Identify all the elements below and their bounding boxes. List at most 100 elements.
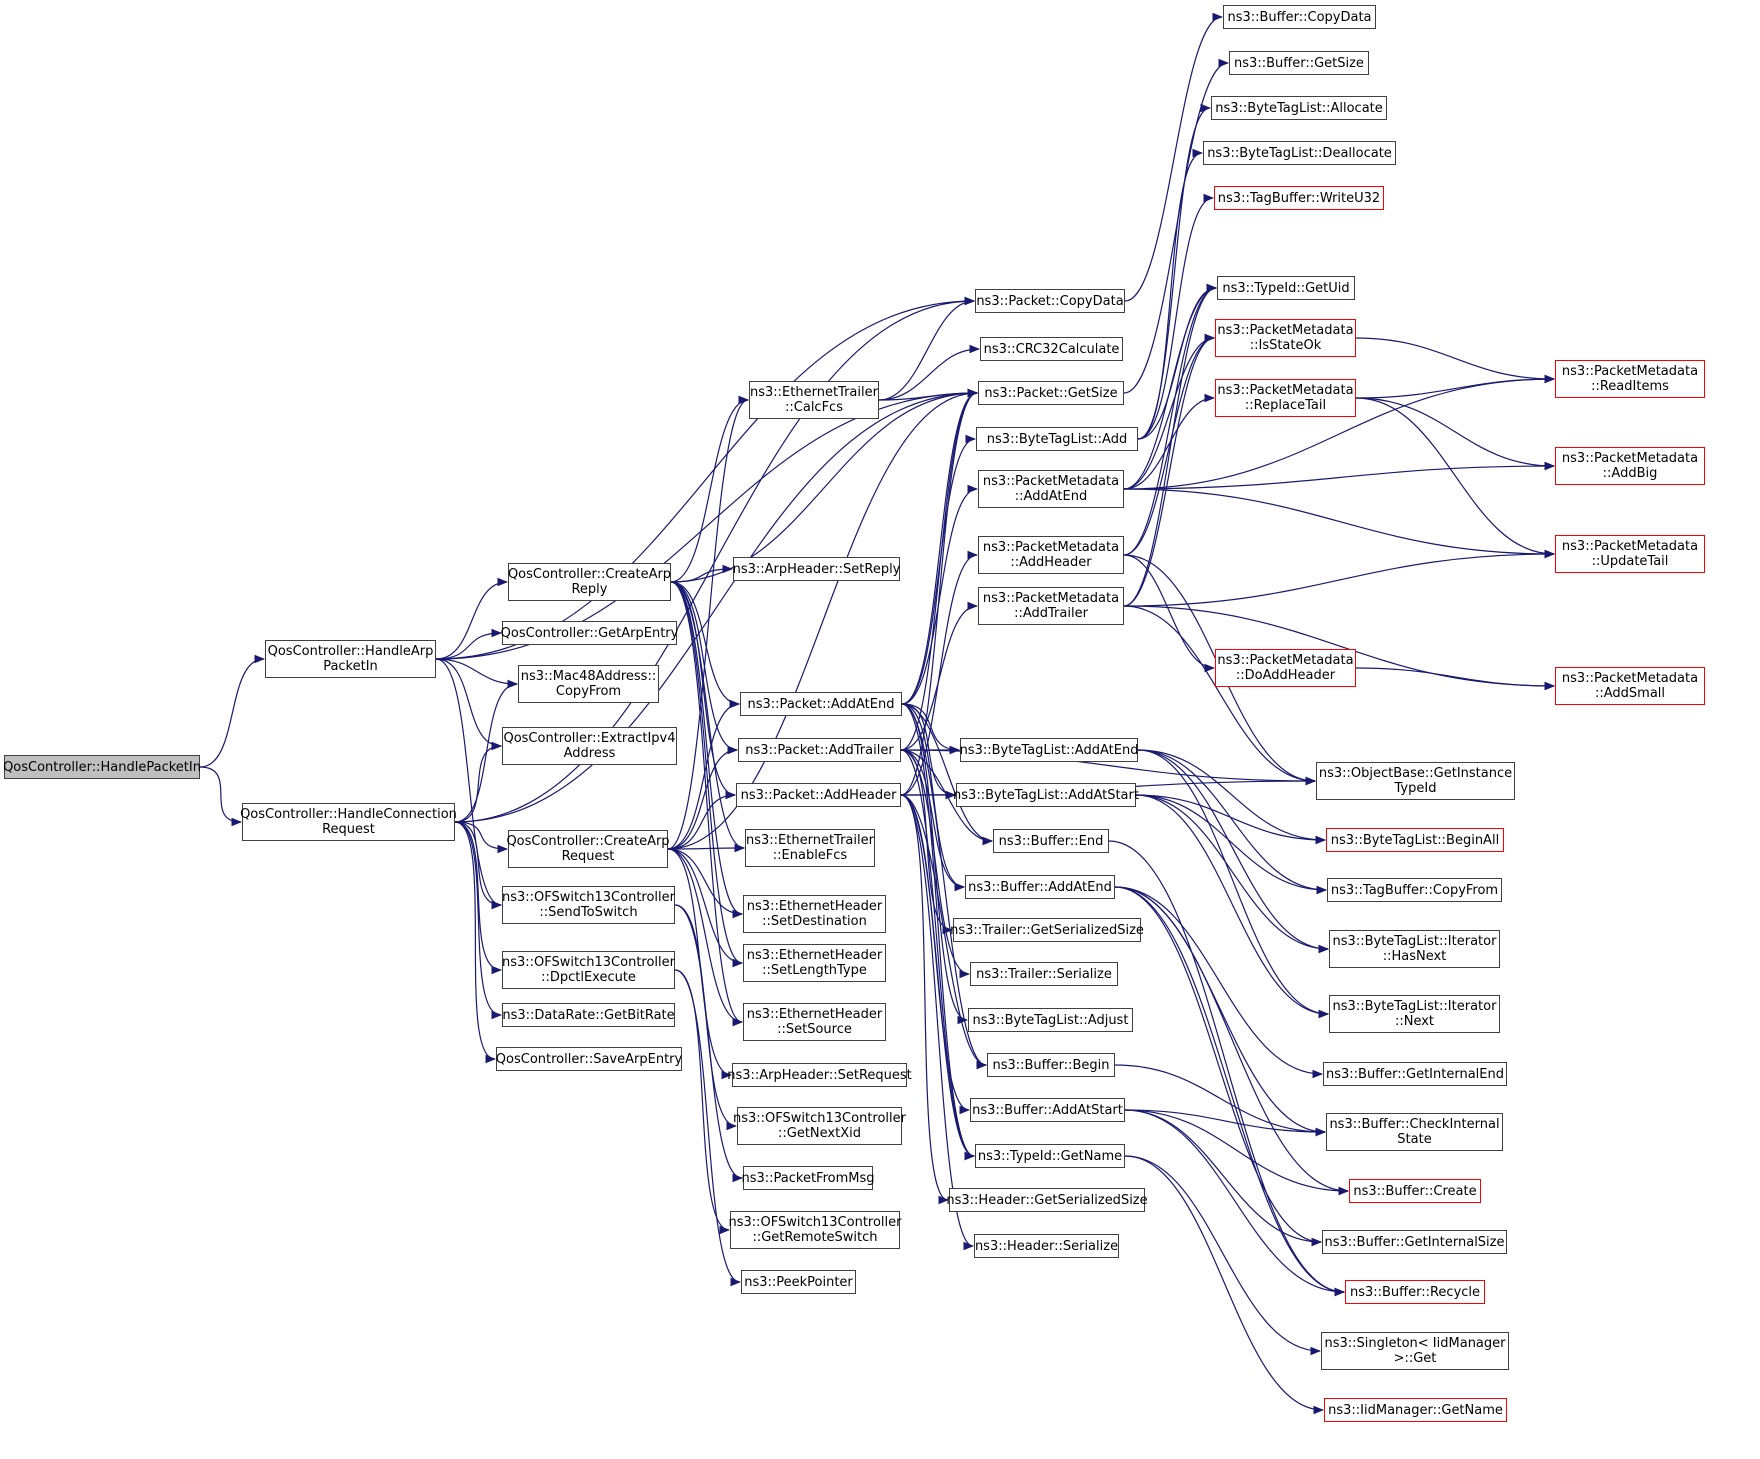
- graph-node-enablefcs[interactable]: ns3::EthernetTrailer::EnableFcs: [745, 829, 875, 867]
- graph-node-itnext[interactable]: ns3::ByteTagList::Iterator::Next: [1329, 995, 1500, 1033]
- graph-node-dpctl[interactable]: ns3::OFSwitch13Controller::DpctlExecute: [502, 951, 675, 989]
- graph-node-mac48[interactable]: ns3::Mac48Address::CopyFrom: [518, 665, 659, 703]
- node-label: ns3::ByteTagList::Add: [986, 431, 1128, 447]
- graph-node-peek[interactable]: ns3::PeekPointer: [741, 1270, 856, 1294]
- graph-node-tidgetname[interactable]: ns3::TypeId::GetName: [975, 1144, 1125, 1168]
- graph-node-itnext_has[interactable]: ns3::ByteTagList::Iterator::HasNext: [1329, 930, 1500, 968]
- graph-node-btladdend[interactable]: ns3::ByteTagList::AddAtEnd: [960, 738, 1138, 762]
- graph-node-pktfrommsg[interactable]: ns3::PacketFromMsg: [741, 1166, 875, 1190]
- call-edge-carpreply-to-setreply: [670, 564, 734, 583]
- graph-node-pmupdatetail[interactable]: ns3::PacketMetadata::UpdateTail: [1555, 535, 1705, 573]
- graph-node-crc[interactable]: ns3::CRC32Calculate: [980, 337, 1123, 361]
- graph-node-bitrate[interactable]: ns3::DataRate::GetBitRate: [502, 1003, 675, 1027]
- node-label: ns3::Singleton< IidManager: [1324, 1336, 1506, 1351]
- graph-node-tbcopyfrom[interactable]: ns3::TagBuffer::CopyFrom: [1327, 878, 1502, 902]
- call-edge-paddtrailer-to-pgetsize: [900, 388, 979, 751]
- call-edge-hconn-to-dpctl: [454, 821, 503, 975]
- node-label: ns3::OFSwitch13Controller: [728, 1215, 902, 1230]
- graph-node-pgetsize[interactable]: ns3::Packet::GetSize: [978, 381, 1124, 405]
- call-edge-paddheader-to-hdrser: [900, 794, 975, 1251]
- graph-node-bufgie[interactable]: ns3::Buffer::GetInternalEnd: [1323, 1062, 1507, 1086]
- graph-node-pmreplace[interactable]: ns3::PacketMetadata::ReplaceTail: [1215, 379, 1356, 417]
- call-edge-carpreply-to-setsrc: [670, 581, 744, 1027]
- graph-node-nextxid[interactable]: ns3::OFSwitch13Controller::GetNextXid: [733, 1107, 906, 1145]
- graph-node-bufcreate[interactable]: ns3::Buffer::Create: [1349, 1179, 1481, 1203]
- graph-node-pmdoadd[interactable]: ns3::PacketMetadata::DoAddHeader: [1215, 649, 1356, 687]
- node-label: ns3::TypeId::GetUid: [1222, 280, 1350, 296]
- graph-node-btladjust[interactable]: ns3::ByteTagList::Adjust: [968, 1008, 1133, 1032]
- graph-node-pmaddbig[interactable]: ns3::PacketMetadata::AddBig: [1555, 447, 1705, 485]
- node-label: ns3::ByteTagList::Iterator: [1332, 999, 1497, 1014]
- call-edge-carpreq-to-paddend: [667, 699, 741, 850]
- graph-node-bufgetsize[interactable]: ns3::Buffer::GetSize: [1229, 51, 1369, 75]
- graph-node-pmisok[interactable]: ns3::PacketMetadata::IsStateOk: [1215, 319, 1356, 357]
- graph-node-bufgis[interactable]: ns3::Buffer::GetInternalSize: [1322, 1230, 1507, 1254]
- graph-node-sendsw[interactable]: ns3::OFSwitch13Controller::SendToSwitch: [502, 886, 675, 924]
- node-label: TypeId: [1394, 781, 1437, 796]
- graph-node-calcfcs[interactable]: ns3::EthernetTrailer::CalcFcs: [749, 381, 879, 419]
- call-edge-hconn-to-extract: [454, 741, 503, 823]
- node-label: QosController::CreateArp: [506, 834, 670, 849]
- graph-node-bufrecycle[interactable]: ns3::Buffer::Recycle: [1345, 1280, 1485, 1304]
- graph-node-btlbeginall[interactable]: ns3::ByteTagList::BeginAll: [1326, 828, 1504, 852]
- graph-node-tidgetuid[interactable]: ns3::TypeId::GetUid: [1217, 276, 1355, 300]
- node-label: ns3::Packet::AddAtEnd: [747, 696, 895, 712]
- graph-node-btladdstart[interactable]: ns3::ByteTagList::AddAtStart: [953, 783, 1139, 807]
- call-edge-carpreq-to-setlen: [667, 848, 744, 968]
- graph-node-paddend[interactable]: ns3::Packet::AddAtEnd: [740, 692, 902, 716]
- graph-node-trgss[interactable]: ns3::Trailer::GetSerializedSize: [950, 918, 1144, 942]
- graph-node-hdrgss[interactable]: ns3::Header::GetSerializedSize: [946, 1188, 1148, 1212]
- call-edge-pmaddend-to-pmisok: [1123, 333, 1216, 490]
- graph-node-getarp[interactable]: QosController::GetArpEntry: [501, 621, 678, 645]
- graph-node-remotesw[interactable]: ns3::OFSwitch13Controller::GetRemoteSwit…: [728, 1211, 902, 1249]
- node-label: ns3::Buffer::End: [998, 833, 1104, 849]
- call-edge-paddtrailer-to-trser: [900, 749, 971, 979]
- graph-node-iidgetname[interactable]: ns3::IidManager::GetName: [1324, 1398, 1507, 1422]
- graph-node-paddheader[interactable]: ns3::Packet::AddHeader: [736, 783, 901, 807]
- graph-node-bufend[interactable]: ns3::Buffer::End: [993, 829, 1109, 853]
- graph-node-pmaddsmall[interactable]: ns3::PacketMetadata::AddSmall: [1555, 667, 1705, 705]
- graph-node-setdest[interactable]: ns3::EthernetHeader::SetDestination: [743, 895, 886, 933]
- call-edge-dpctl-to-peek: [674, 969, 742, 1287]
- call-edge-pmaddheader-to-pmisok: [1123, 333, 1216, 556]
- graph-node-pmreaditems[interactable]: ns3::PacketMetadata::ReadItems: [1555, 360, 1705, 398]
- graph-node-trser[interactable]: ns3::Trailer::Serialize: [970, 962, 1118, 986]
- graph-node-pmaddend[interactable]: ns3::PacketMetadata::AddAtEnd: [978, 470, 1124, 508]
- graph-node-bufaddend[interactable]: ns3::Buffer::AddAtEnd: [965, 875, 1115, 899]
- graph-node-hdrser[interactable]: ns3::Header::Serialize: [974, 1234, 1119, 1258]
- graph-node-setreq[interactable]: ns3::ArpHeader::SetRequest: [727, 1063, 912, 1087]
- graph-node-bufaddstart[interactable]: ns3::Buffer::AddAtStart: [970, 1098, 1125, 1122]
- graph-node-setsrc[interactable]: ns3::EthernetHeader::SetSource: [743, 1003, 886, 1041]
- graph-node-bufbegin[interactable]: ns3::Buffer::Begin: [987, 1053, 1115, 1077]
- graph-node-singleton[interactable]: ns3::Singleton< IidManager>::Get: [1321, 1332, 1509, 1370]
- graph-node-pcopydata[interactable]: ns3::Packet::CopyData: [975, 289, 1125, 313]
- call-edge-carpreply-to-setdest: [670, 581, 744, 919]
- call-edge-paddend-to-btladd: [901, 434, 977, 705]
- node-label: CopyFrom: [555, 684, 622, 699]
- graph-node-root[interactable]: QosController::HandlePacketIn: [3, 755, 201, 779]
- node-label: ::Next: [1394, 1014, 1435, 1029]
- graph-node-btlalloc[interactable]: ns3::ByteTagList::Allocate: [1211, 96, 1387, 120]
- graph-node-btladd[interactable]: ns3::ByteTagList::Add: [976, 427, 1138, 451]
- graph-node-pmaddheader[interactable]: ns3::PacketMetadata::AddHeader: [978, 536, 1124, 574]
- graph-node-setlen[interactable]: ns3::EthernetHeader::SetLengthType: [743, 944, 886, 982]
- graph-node-paddtrailer[interactable]: ns3::Packet::AddTrailer: [738, 738, 901, 762]
- node-label: ns3::Buffer::GetInternalEnd: [1325, 1066, 1504, 1082]
- node-label: ns3::IidManager::GetName: [1328, 1402, 1503, 1418]
- graph-node-bufcopydata[interactable]: ns3::Buffer::CopyData: [1223, 5, 1376, 29]
- graph-node-btldealloc[interactable]: ns3::ByteTagList::Deallocate: [1203, 141, 1396, 165]
- call-edge-bufbegin-to-bufcheck: [1114, 1064, 1327, 1137]
- graph-node-pmaddtrailer[interactable]: ns3::PacketMetadata::AddTrailer: [978, 587, 1124, 625]
- graph-node-tbwrite[interactable]: ns3::TagBuffer::WriteU32: [1214, 186, 1384, 210]
- graph-node-setreply[interactable]: ns3::ArpHeader::SetReply: [733, 557, 900, 581]
- call-edge-bufaddend-to-bufrecycle: [1114, 886, 1346, 1297]
- graph-node-savearp[interactable]: QosController::SaveArpEntry: [496, 1047, 682, 1071]
- node-label: ns3::Buffer::GetInternalSize: [1324, 1234, 1505, 1250]
